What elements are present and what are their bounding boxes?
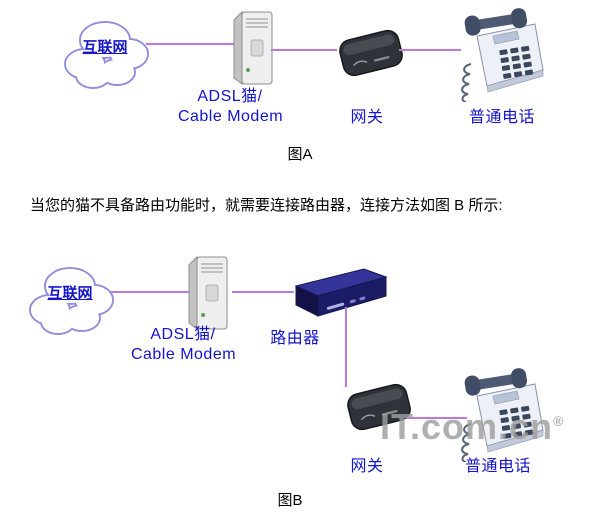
connector-gateway-phone-a [399, 49, 461, 51]
telephone-icon-a [455, 4, 547, 103]
adsl-modem-icon-a [228, 8, 280, 90]
connector-router-gateway-b [345, 307, 347, 387]
watermark-text: IT.com.cn [380, 406, 554, 447]
watermark: IT.com.cn® [380, 406, 564, 448]
internet-cloud-icon-a: 互联网 [55, 6, 155, 101]
gateway-icon-b [344, 376, 414, 438]
phone-label-b: 普通电话 [464, 458, 531, 475]
phone-label-a: 普通电话 [468, 109, 535, 126]
figure-b-caption: 图B [277, 492, 303, 509]
adsl-modem-icon-b [183, 253, 235, 335]
internet-label-a: 互联网 [82, 39, 128, 56]
internet-label-b: 互联网 [47, 285, 93, 302]
router-label-b: 路由器 [270, 330, 320, 347]
internet-cloud-icon-b: 互联网 [20, 252, 120, 347]
figure-a-caption: 图A [287, 146, 313, 163]
gateway-icon-a [336, 22, 406, 84]
cloud-shape [29, 267, 114, 335]
connector-cloud-modem-b [110, 291, 190, 293]
connector-gateway-phone-b [407, 417, 467, 419]
telephone-icon-b [455, 364, 547, 463]
watermark-reg-mark: ® [553, 413, 565, 429]
note-text: 当您的猫不具备路由功能时，就需要连接路由器，连接方法如图 B 所示: [30, 197, 503, 214]
modem-label-line1-a: ADSL猫/ [197, 88, 263, 105]
modem-label-line1-b: ADSL猫/ [150, 326, 216, 343]
connector-modem-gateway-a [271, 49, 337, 51]
gateway-label-b: 网关 [350, 458, 384, 475]
connector-modem-router-b [232, 291, 294, 293]
modem-label-line2-a: Cable Modem [177, 108, 284, 125]
cloud-shape [64, 21, 149, 89]
gateway-label-a: 网关 [350, 109, 384, 126]
connector-cloud-modem-a [146, 43, 236, 45]
modem-label-line2-b: Cable Modem [130, 346, 237, 363]
router-icon-b [292, 264, 390, 322]
